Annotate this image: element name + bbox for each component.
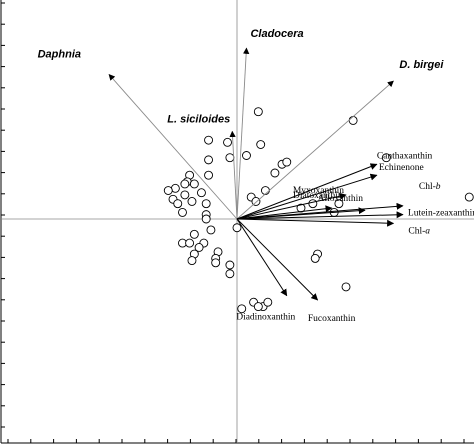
site-point (204, 170, 214, 180)
pigment-arrow (236, 192, 347, 220)
pigment-label: Alloxanthin (318, 194, 364, 204)
site-point (204, 135, 214, 145)
species-label: Daphnia (38, 48, 81, 60)
site-point (204, 155, 214, 165)
site-point (187, 256, 197, 266)
pigment-label: Echinenone (379, 163, 424, 173)
pigment-label: Lutein-zeaxanthin (408, 209, 474, 219)
species-arrow (236, 47, 250, 220)
site-point (225, 269, 235, 279)
site-point (185, 238, 195, 248)
site-point (189, 229, 199, 239)
species-arrow (108, 73, 238, 220)
site-point (242, 151, 251, 160)
site-point (381, 153, 391, 163)
site-point (196, 188, 206, 198)
site-point (253, 302, 263, 312)
site-point (206, 225, 216, 235)
site-point (348, 115, 358, 125)
pigment-arrow (236, 173, 378, 220)
site-point (334, 199, 344, 209)
site-point (180, 190, 190, 200)
site-point (225, 153, 235, 163)
site-point (194, 243, 204, 252)
site-point (187, 197, 197, 206)
site-point (232, 223, 242, 233)
pigment-label: Fucoxanthin (308, 314, 356, 324)
pigment-arrow (236, 205, 333, 220)
site-point (178, 207, 187, 217)
site-point (270, 168, 280, 178)
pigment-label: Canthaxanthin (377, 151, 433, 161)
pigment-arrow (236, 211, 404, 220)
site-point (256, 140, 266, 149)
pigment-arrow (236, 218, 395, 227)
species-arrow (229, 130, 238, 220)
site-point (282, 157, 292, 167)
site-point (211, 258, 221, 268)
site-point (201, 214, 211, 224)
species-arrow (236, 80, 394, 220)
site-point (189, 179, 199, 189)
species-label: Cladocera (250, 28, 303, 40)
site-point (263, 297, 273, 307)
pigment-label: Diadinoxanthin (236, 313, 295, 323)
species-label: D. birgei (399, 59, 444, 71)
site-point (341, 282, 351, 292)
site-point (223, 137, 232, 147)
site-point (173, 199, 183, 209)
pigment-arrow (236, 202, 404, 220)
site-point (464, 192, 474, 202)
pigment-label: Myxoxanthin (293, 186, 344, 196)
pigment-arrow (236, 163, 378, 220)
site-point (253, 107, 263, 117)
site-point (201, 199, 211, 209)
pigment-arrow (236, 218, 319, 301)
site-point (237, 304, 247, 314)
site-point (180, 179, 190, 189)
site-point (163, 186, 173, 195)
pigment-arrow (236, 218, 288, 297)
site-point (225, 260, 235, 270)
species-label: L. siciloides (167, 113, 230, 125)
pigment-label: Chl-a (408, 226, 430, 236)
site-point (310, 253, 320, 263)
vector-arrows (108, 47, 404, 301)
pigment-label: Chl-b (419, 182, 441, 192)
pigment-label: Diatoxanthin (293, 191, 343, 201)
